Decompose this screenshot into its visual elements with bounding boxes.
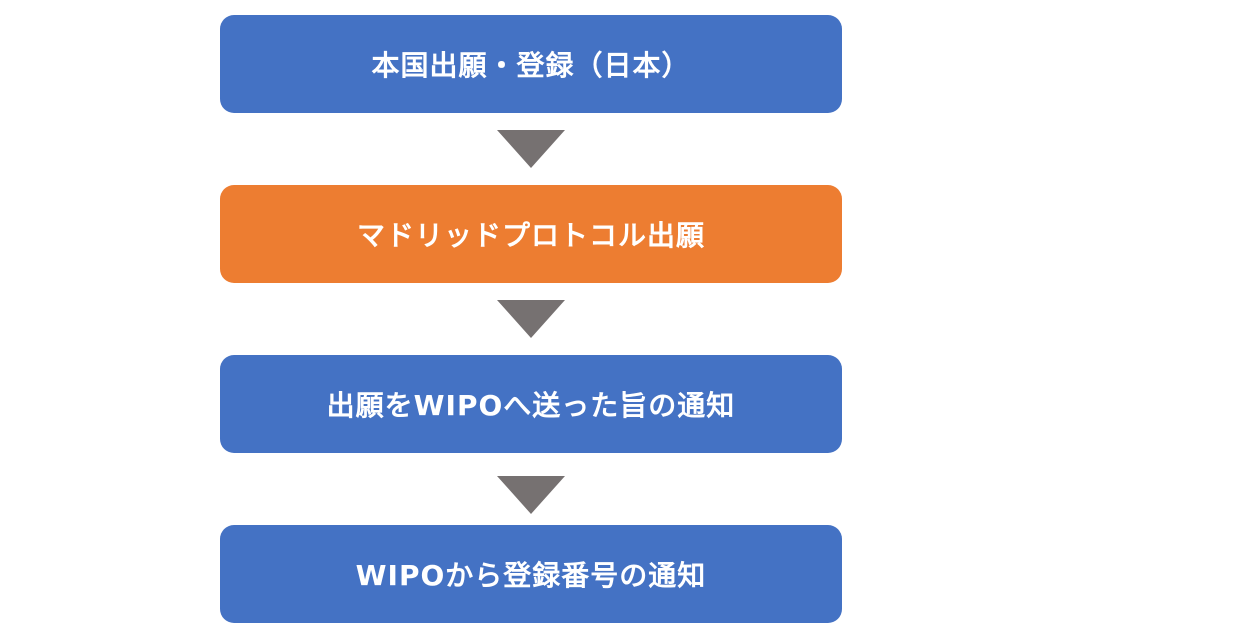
down-triangle-icon <box>497 130 565 168</box>
step-wipo-sent-notice: 出願をWIPOへ送った旨の通知 <box>220 355 842 453</box>
step-home-application: 本国出願・登録（日本） <box>220 15 842 113</box>
step-wipo-registration-number-notice: WIPOから登録番号の通知 <box>220 525 842 623</box>
step-label: マドリッドプロトコル出願 <box>356 219 705 252</box>
step-label: 本国出願・登録（日本） <box>371 49 691 82</box>
step-label: WIPOから登録番号の通知 <box>355 559 707 592</box>
step-madrid-protocol-application: マドリッドプロトコル出願 <box>220 185 842 283</box>
step-label: 出願をWIPOへ送った旨の通知 <box>326 389 736 422</box>
down-triangle-icon <box>497 300 565 338</box>
down-triangle-icon <box>497 476 565 514</box>
